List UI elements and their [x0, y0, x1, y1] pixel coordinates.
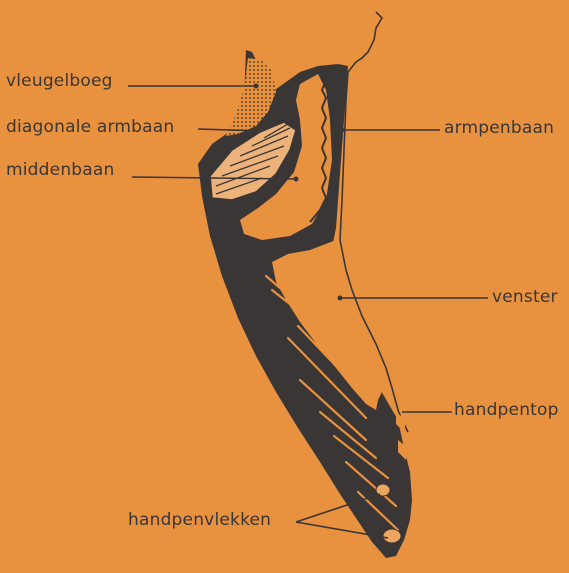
label-armpenbaan: armpenbaan — [444, 118, 554, 138]
label-middenbaan: middenbaan — [6, 160, 115, 180]
label-handpentop: handpentop — [454, 400, 559, 420]
label-handpenvlekken: handpenvlekken — [128, 510, 271, 530]
label-vleugelboeg: vleugelboeg — [6, 71, 113, 91]
label-diagonale-armbaan: diagonale armbaan — [6, 117, 174, 137]
label-venster: venster — [492, 287, 558, 307]
